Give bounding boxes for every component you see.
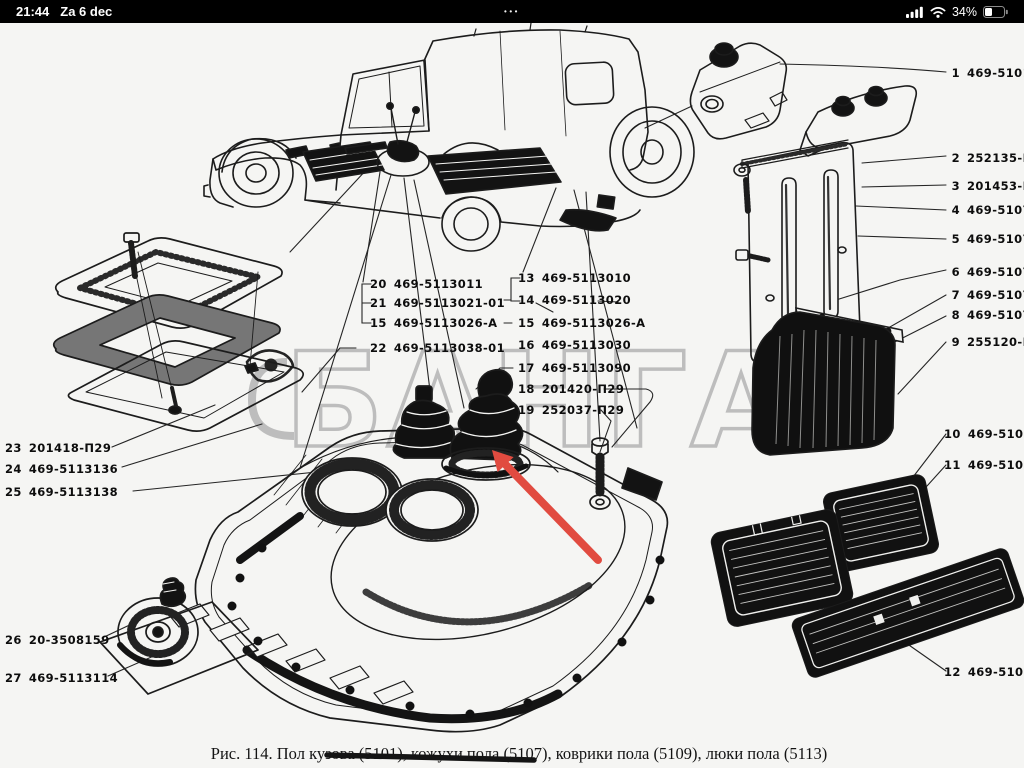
more-menu-dots[interactable]: ••• [504,7,520,16]
floor-plug-plates [689,42,918,157]
battery-icon [983,5,1008,18]
bolt-and-washer [589,437,611,510]
wifi-icon [930,6,946,18]
floor-mats [710,474,1024,678]
clock: 21:44 [16,4,50,19]
status-left: 21:44 Za 6 dec [16,4,112,19]
status-bar: 21:44 Za 6 dec ••• 34% [0,0,1024,23]
floor-hatch-cover-stack [52,232,305,432]
status-date: Za 6 dec [60,4,113,19]
floor-panel [169,368,669,733]
battery-percent: 34% [951,4,977,19]
watermark-eye-icon [245,349,295,383]
grommet-assembly [99,577,259,695]
cellular-signal-icon [905,6,923,18]
status-right: 34% [905,4,1008,19]
leader-lines [101,63,947,677]
mud-flap [751,306,904,456]
watermark-text: БАНГА [284,324,795,477]
flange-bolts [227,543,665,719]
vehicle-illustration [203,22,695,252]
gear-lever-boots [392,368,531,481]
tread-plates [169,603,414,705]
red-annotation-arrow [492,450,602,564]
watermark: БАНГА [245,322,795,479]
caption-strike-mark [324,752,537,763]
